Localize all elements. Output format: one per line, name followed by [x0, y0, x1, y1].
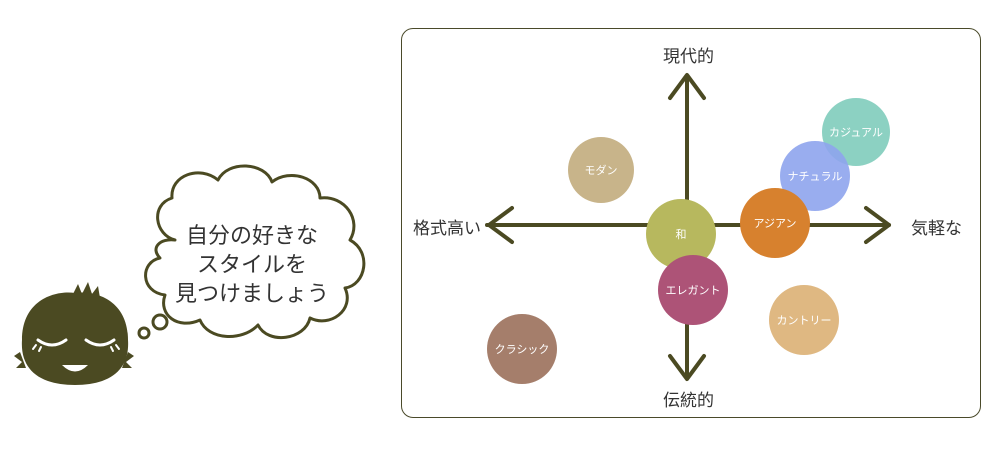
style-bubble-classic: クラシック	[487, 314, 557, 384]
style-bubble-elegant: エレガント	[658, 255, 728, 325]
thought-line: 自分の好きな	[185, 224, 318, 249]
thought-text: 自分の好きな スタイルを 見つけましょう	[152, 222, 352, 309]
top-arrowhead	[668, 73, 706, 100]
thought-dot-small	[137, 326, 151, 340]
right-eye	[84, 338, 116, 347]
axis-label-top: 現代的	[663, 47, 714, 67]
right-arrowhead	[864, 206, 891, 244]
character-head	[14, 282, 134, 385]
style-map-panel	[401, 28, 981, 418]
style-bubble-country: カントリー	[769, 285, 839, 355]
style-bubble-asian: アジアン	[740, 188, 810, 258]
axis-label-bottom: 伝統的	[663, 391, 714, 411]
bottom-arrowhead	[668, 354, 706, 381]
axis-label-right: 気軽な	[911, 219, 962, 239]
axis-label-left: 格式高い	[413, 219, 481, 239]
thought-line: 見つけましょう	[174, 282, 329, 307]
left-arrowhead	[487, 206, 514, 244]
thought-cloud	[144, 164, 366, 340]
thought-dot-large	[151, 313, 169, 331]
left-eye	[36, 338, 68, 347]
smile	[62, 365, 88, 372]
thought-line: スタイルを	[196, 253, 307, 278]
style-bubble-modern: モダン	[568, 137, 634, 203]
